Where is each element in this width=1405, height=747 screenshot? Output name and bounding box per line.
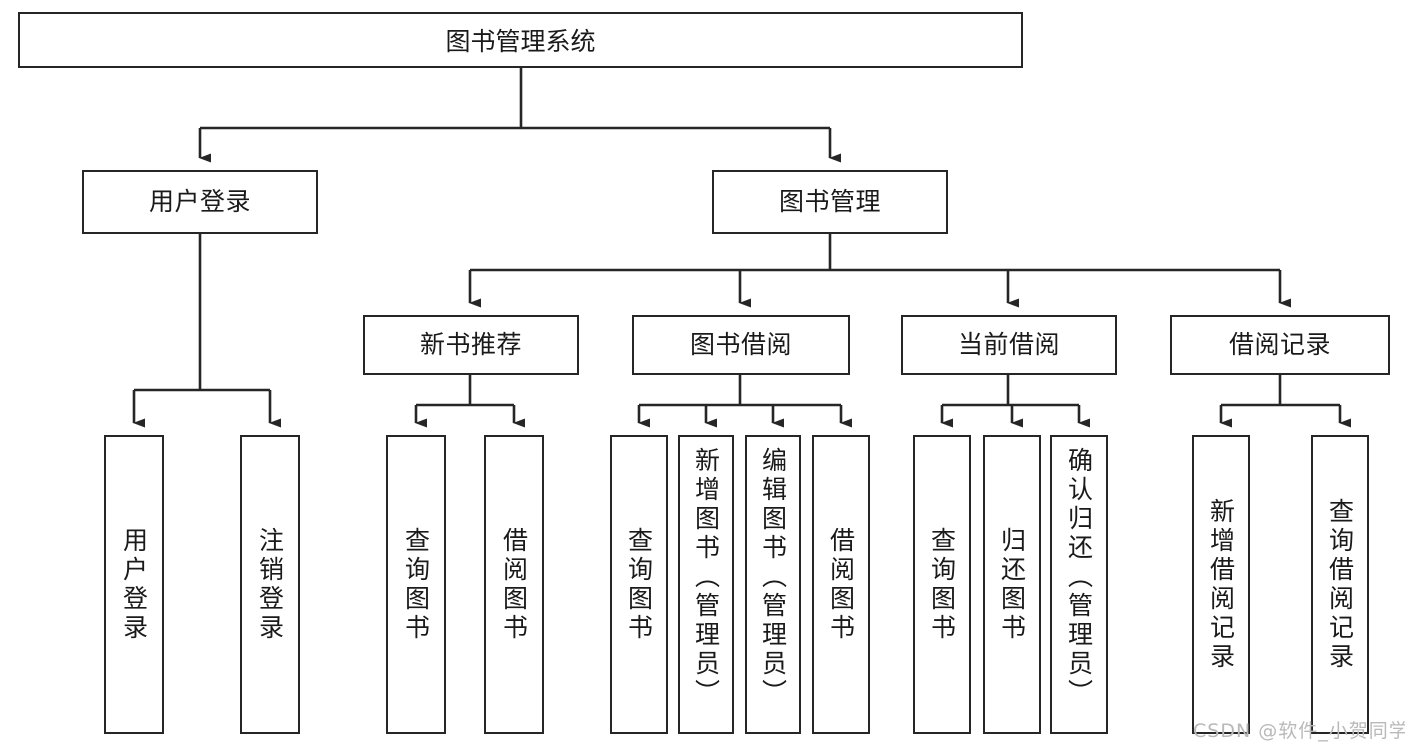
node-leaf-query-book-2[interactable]: 查询图书 xyxy=(610,435,668,734)
node-new-book-recommend-label: 新书推荐 xyxy=(419,330,522,360)
node-leaf-user-login-label: 用户登录 xyxy=(119,526,149,643)
node-leaf-confirm-return[interactable]: 确认归还（管理员） xyxy=(1050,435,1108,734)
node-leaf-borrow-book-1[interactable]: 借阅图书 xyxy=(484,435,544,734)
node-leaf-add-book[interactable]: 新增图书（管理员） xyxy=(678,435,734,734)
node-book-borrow[interactable]: 图书借阅 xyxy=(632,315,850,375)
node-leaf-query-book-3[interactable]: 查询图书 xyxy=(913,435,971,734)
node-leaf-borrow-book-2[interactable]: 借阅图书 xyxy=(812,435,870,734)
node-leaf-user-logout[interactable]: 注销登录 xyxy=(240,435,300,734)
node-root-label: 图书管理系统 xyxy=(445,27,596,56)
node-current-borrow-label: 当前借阅 xyxy=(957,330,1060,360)
node-leaf-user-logout-label: 注销登录 xyxy=(255,526,285,643)
node-leaf-query-book-3-label: 查询图书 xyxy=(927,526,957,643)
node-leaf-add-borrow-record-label: 新增借阅记录 xyxy=(1206,497,1236,672)
node-leaf-query-book-2-label: 查询图书 xyxy=(624,526,654,643)
node-leaf-borrow-book-2-label: 借阅图书 xyxy=(826,526,856,643)
node-user-login-label: 用户登录 xyxy=(148,187,251,217)
node-leaf-edit-book-label: 编辑图书（管理员） xyxy=(758,447,788,708)
node-root[interactable]: 图书管理系统 xyxy=(18,12,1023,68)
node-leaf-query-book-1-label: 查询图书 xyxy=(401,526,431,643)
node-leaf-edit-book[interactable]: 编辑图书（管理员） xyxy=(745,435,801,734)
node-borrow-record-label: 借阅记录 xyxy=(1228,330,1331,360)
node-current-borrow[interactable]: 当前借阅 xyxy=(901,315,1117,375)
node-new-book-recommend[interactable]: 新书推荐 xyxy=(363,315,579,375)
node-leaf-add-book-label: 新增图书（管理员） xyxy=(691,447,721,708)
node-leaf-borrow-book-1-label: 借阅图书 xyxy=(499,526,529,643)
watermark-text: CSDN @软件_小贺同学 xyxy=(1193,720,1405,742)
node-leaf-user-login[interactable]: 用户登录 xyxy=(104,435,164,734)
node-leaf-query-book-1[interactable]: 查询图书 xyxy=(386,435,446,734)
node-leaf-query-borrow-record[interactable]: 查询借阅记录 xyxy=(1311,435,1369,734)
node-book-manage[interactable]: 图书管理 xyxy=(712,170,948,234)
node-leaf-return-book-label: 归还图书 xyxy=(997,526,1027,643)
node-leaf-query-borrow-record-label: 查询借阅记录 xyxy=(1325,497,1355,672)
node-leaf-confirm-return-label: 确认归还（管理员） xyxy=(1064,447,1094,708)
node-book-manage-label: 图书管理 xyxy=(778,187,881,217)
node-leaf-return-book[interactable]: 归还图书 xyxy=(983,435,1041,734)
node-borrow-record[interactable]: 借阅记录 xyxy=(1170,315,1390,375)
node-user-login[interactable]: 用户登录 xyxy=(82,170,318,234)
node-leaf-add-borrow-record[interactable]: 新增借阅记录 xyxy=(1192,435,1250,734)
node-book-borrow-label: 图书借阅 xyxy=(689,330,792,360)
